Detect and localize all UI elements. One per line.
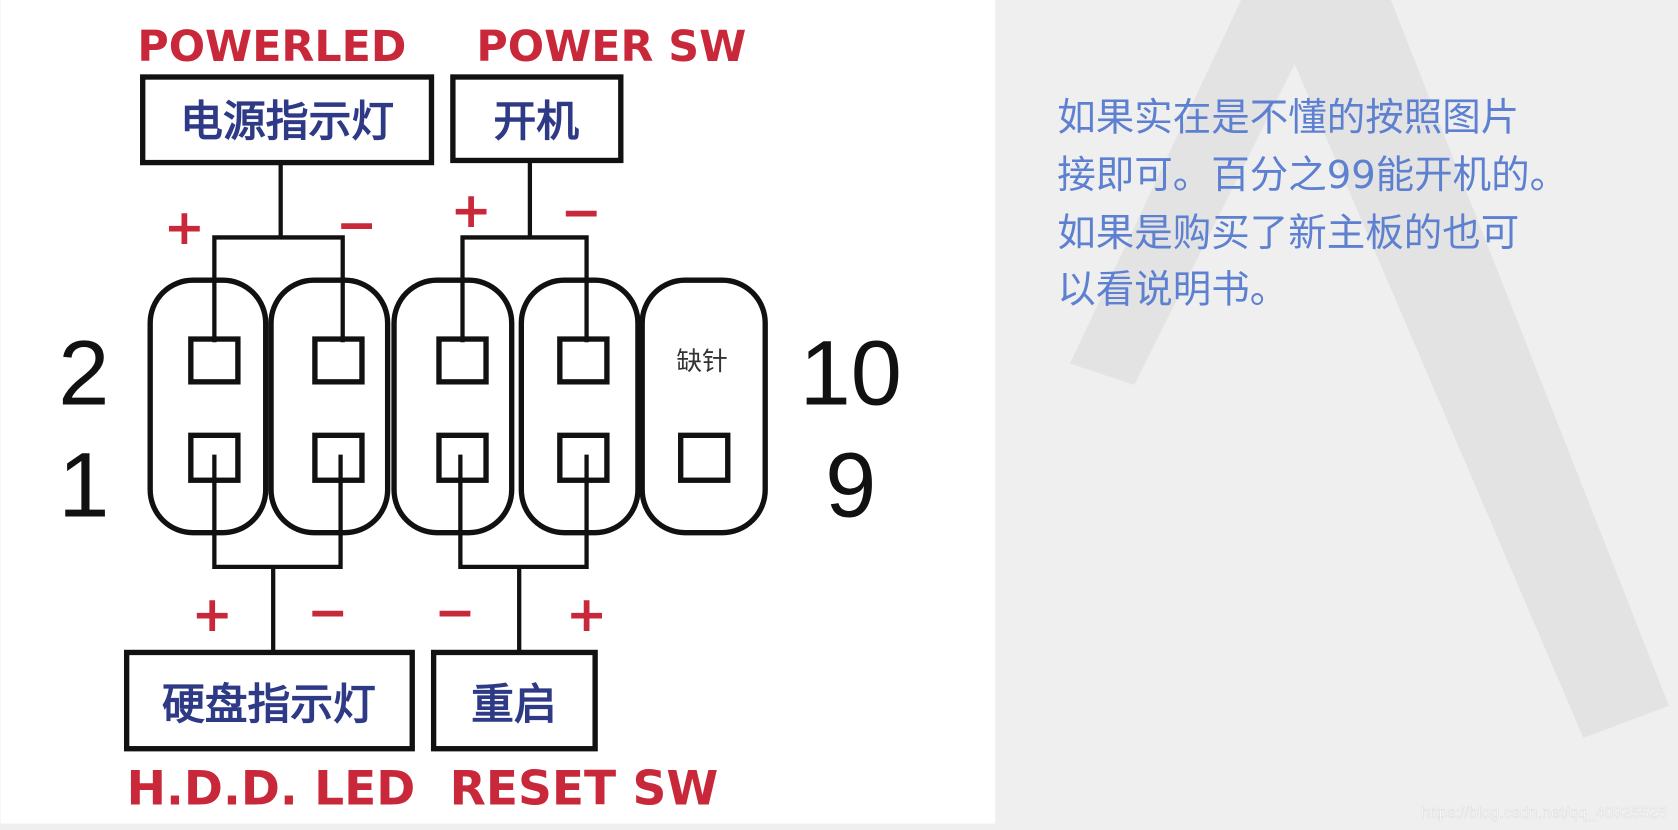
pin-9 (678, 432, 731, 483)
pin-5 (436, 432, 489, 483)
power-led-label: POWERLED (137, 22, 406, 72)
power-sw-minus: − (561, 183, 602, 241)
pin-7 (557, 432, 610, 483)
reset-sw-box-text: 重启 (471, 680, 557, 730)
reset-sw-box (430, 649, 598, 752)
pin-number-9: 9 (825, 435, 876, 537)
pin-2 (188, 336, 241, 385)
power-led-plus: + (164, 198, 205, 256)
pin-8 (557, 336, 610, 385)
pin-pair-1 (147, 277, 269, 536)
note-line-3: 如果是购买了新主板的也可 (1057, 211, 1519, 256)
power-led-box-text: 电源指示灯 (180, 97, 394, 147)
pin-pair-5 (639, 277, 768, 536)
hdd-led-box-text: 硬盘指示灯 (162, 680, 376, 730)
reset-sw-label: RESET SW (450, 761, 719, 816)
power-sw-box-text: 开机 (494, 97, 580, 147)
note-line-2: 接即可。百分之99能开机的。 (1057, 153, 1568, 198)
note-line-4: 以看说明书。 (1057, 268, 1288, 313)
pin-3 (312, 432, 365, 483)
pin-pair-4 (518, 277, 641, 536)
pin-4 (312, 336, 365, 385)
power-sw-label: POWER SW (476, 22, 746, 72)
pin-1 (188, 432, 241, 483)
pin-pair-3 (391, 277, 515, 536)
diagram-panel (0, 0, 996, 824)
pin-number-1: 1 (58, 435, 109, 537)
power-sw-plus: + (450, 181, 491, 239)
power-led-box (140, 74, 435, 166)
pin-number-10: 10 (800, 322, 902, 424)
reset-sw-plus: + (566, 585, 607, 643)
reset-sw-minus: − (434, 583, 475, 641)
hdd-led-box (123, 649, 415, 752)
hdd-led-minus: − (307, 583, 348, 641)
hdd-led-plus: + (192, 585, 233, 643)
pin-number-2: 2 (58, 322, 109, 424)
note-line-1: 如果实在是不懂的按照图片 (1057, 95, 1519, 140)
watermark-shape (1070, 0, 1669, 739)
pin-pair-2 (268, 277, 391, 536)
power-sw-box (450, 74, 624, 164)
missing-pin-label: 缺针 (676, 347, 727, 377)
pin-6 (436, 336, 489, 385)
wires (212, 160, 589, 651)
hdd-led-label: H.D.D. LED (127, 761, 416, 816)
power-led-minus: − (336, 196, 377, 254)
watermark-url: https://blog.csdn.net/qq_40925525 (1421, 804, 1667, 822)
